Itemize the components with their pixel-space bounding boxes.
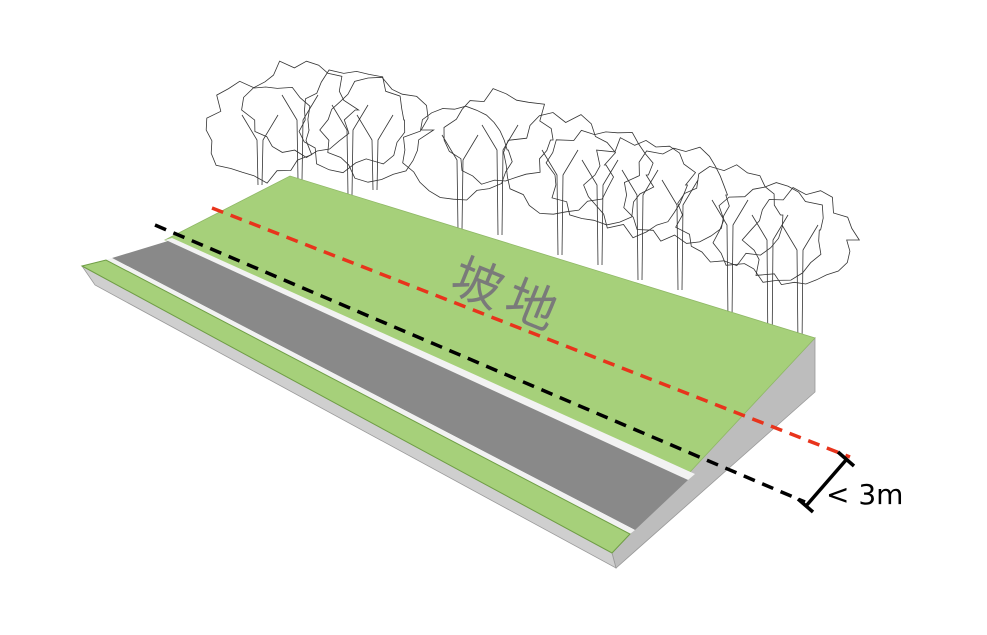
front-grass-strip [80, 259, 631, 554]
tree-icon [319, 76, 435, 191]
dimension-marker [796, 450, 856, 514]
trees [205, 60, 861, 356]
distance-label: < 3m [826, 478, 903, 511]
black-road-edge-line [154, 223, 806, 504]
road [112, 241, 688, 530]
tree-icon [623, 146, 730, 291]
road-curb-right [165, 238, 695, 480]
tree-icon [741, 186, 861, 346]
tree-icon [675, 164, 784, 321]
tree-icon [241, 60, 360, 181]
tree-icon [503, 112, 617, 256]
tree-icon [402, 105, 513, 231]
tree-icon [545, 129, 655, 266]
tree-icon [443, 88, 554, 236]
road-curb-left [106, 258, 635, 534]
red-boundary-line [211, 206, 851, 459]
tree-icon [583, 137, 697, 281]
tree-icon [205, 80, 313, 186]
